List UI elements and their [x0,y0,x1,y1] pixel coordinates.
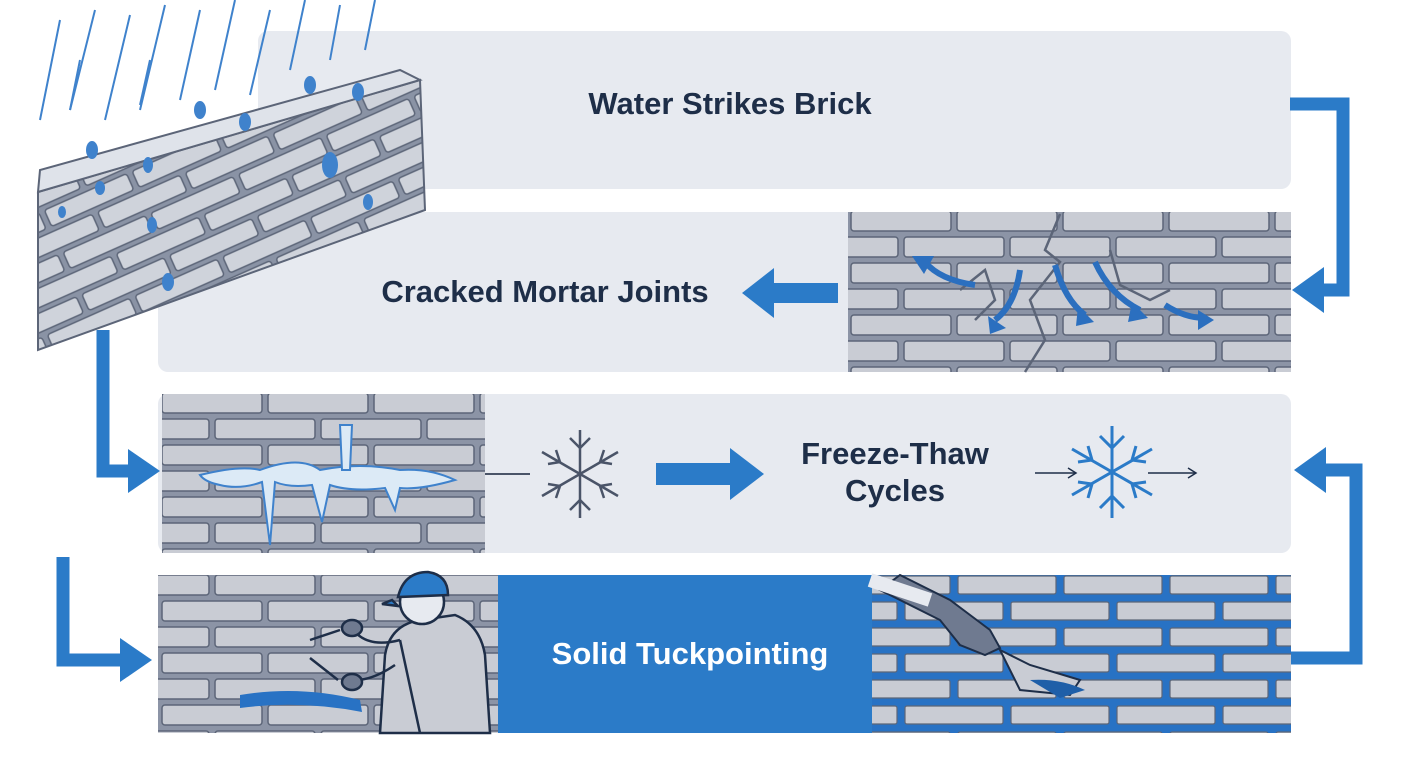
cracked-brick-wall-icon [742,212,1291,373]
flow-arrowheads [120,267,1326,682]
step-label-freeze-thaw-line2: Cycles [845,472,945,508]
thin-arrows-icon [1035,467,1198,479]
worker-icon [309,570,492,735]
step-label-freeze-thaw-line1: Freeze-Thaw [801,436,989,471]
snowflake-grey-icon [541,430,619,518]
flow-arrow-right-loop [1290,463,1363,665]
step-panel-water-strikes [258,31,1291,189]
flow-arrow-right-top [1290,97,1350,297]
flow-arrows [56,97,1363,667]
flow-arrow-left-middle [96,330,135,478]
frozen-brick-icon [162,394,530,553]
step-label-cracked-mortar: Cracked Mortar Joints [381,274,709,309]
snowflake-blue-icon [1071,426,1153,518]
step-label-water-strikes: Water Strikes Brick [588,86,872,121]
flow-arrow-left-bottom [56,557,125,667]
step-label-freeze-thaw: Freeze-Thaw Cycles [770,436,1020,509]
step-label-tuckpointing: Solid Tuckpointing [551,636,829,671]
trowel-hand-icon [867,573,1291,733]
rain-on-brick-wall-icon [36,0,427,352]
freeze-thaw-arrow-icon [656,448,764,500]
